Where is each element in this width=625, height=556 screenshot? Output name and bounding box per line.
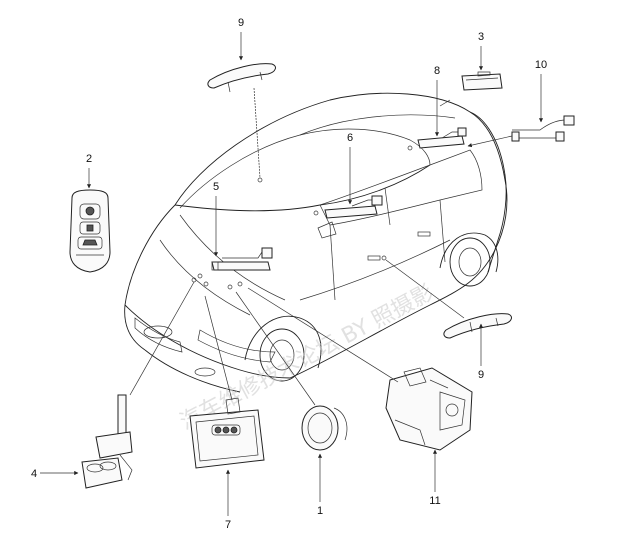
rear-antenna-module bbox=[461, 71, 503, 91]
antenna-module bbox=[81, 394, 133, 489]
leader-lines bbox=[129, 87, 513, 406]
callout-9-bottom: 9 bbox=[478, 369, 484, 381]
callout-4: 4 bbox=[31, 468, 37, 480]
rear-indoor-antenna-8 bbox=[417, 127, 467, 149]
callout-11: 11 bbox=[429, 495, 440, 507]
callout-8: 8 bbox=[434, 65, 440, 77]
callout-7: 7 bbox=[225, 519, 231, 531]
smart-key-unit bbox=[189, 397, 265, 469]
door-handle-front bbox=[207, 63, 276, 93]
callout-5: 5 bbox=[213, 181, 219, 193]
callout-10: 10 bbox=[535, 59, 547, 71]
callout-labels: 9 3 10 8 2 6 5 9 4 7 1 11 bbox=[31, 17, 547, 531]
door-handle-rear bbox=[443, 313, 512, 339]
steering-lock-unit bbox=[385, 367, 473, 451]
callout-arrows bbox=[40, 32, 544, 516]
callout-2: 2 bbox=[86, 153, 92, 165]
callout-6: 6 bbox=[347, 132, 353, 144]
car-body bbox=[124, 92, 508, 393]
indoor-antenna-5 bbox=[211, 247, 273, 271]
indoor-antenna-6 bbox=[324, 195, 383, 219]
callout-1: 1 bbox=[317, 505, 323, 517]
callout-9-top: 9 bbox=[238, 17, 244, 29]
bumper-antenna-10 bbox=[511, 115, 575, 142]
smart-key-fob bbox=[69, 189, 111, 273]
start-stop-button bbox=[301, 405, 348, 451]
callout-3: 3 bbox=[478, 31, 484, 43]
